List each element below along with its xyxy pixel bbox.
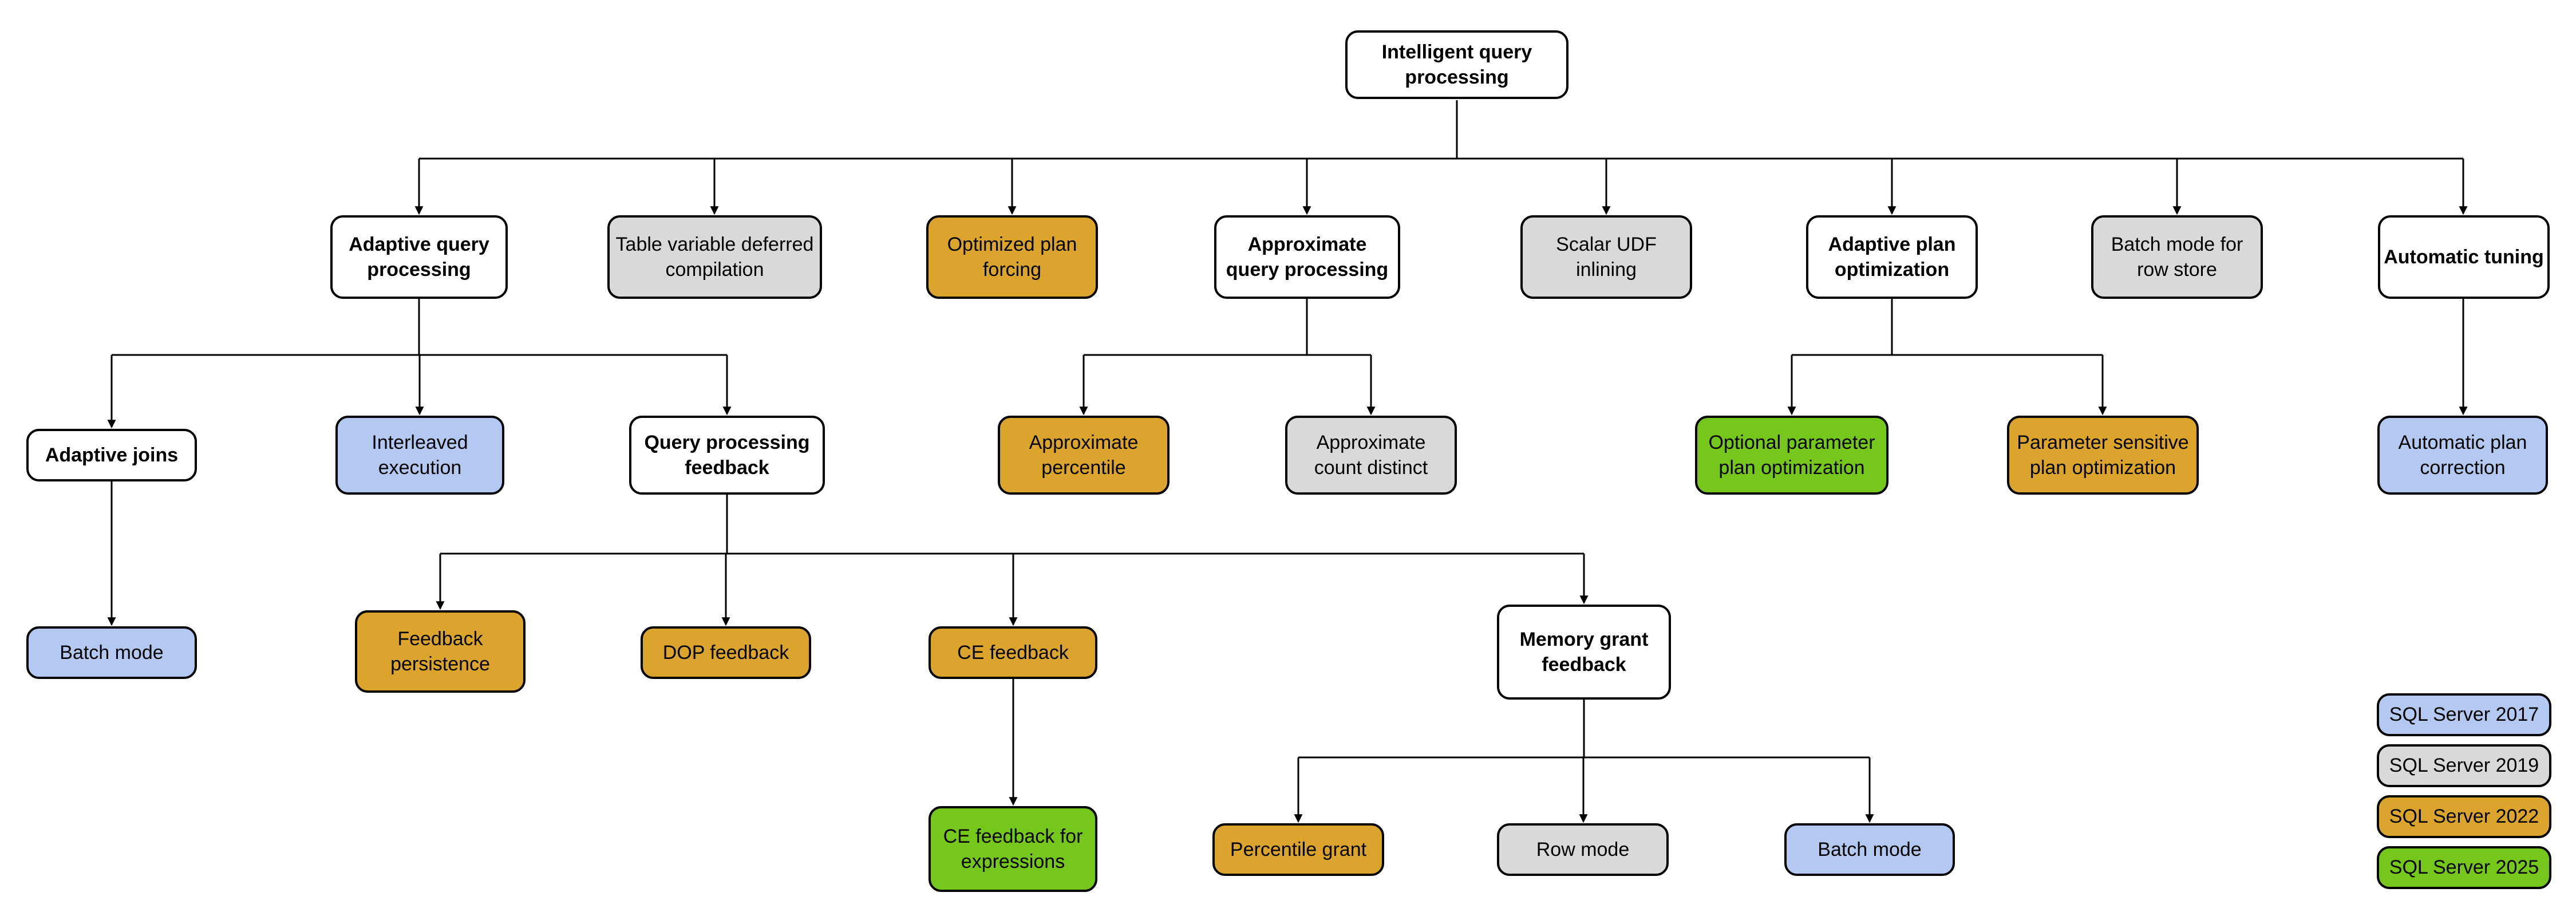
legend-sql-server-2017: SQL Server 2017 [2377,693,2551,736]
node-batch-mode-for-row-store: Batch mode for row store [2091,215,2263,299]
node-parameter-sensitive-plan-optimization: Parameter sensitive plan optimization [2007,416,2199,495]
node-query-processing-feedback: Query processing feedback [629,416,825,495]
node-dop-feedback: DOP feedback [641,626,811,679]
node-percentile-grant: Percentile grant [1212,823,1384,876]
legend-sql-server-2022: SQL Server 2022 [2377,795,2551,838]
node-feedback-persistence: Feedback persistence [355,610,526,693]
legend-sql-server-2025: SQL Server 2025 [2377,846,2551,889]
node-intelligent-query-processing: Intelligent query processing [1345,30,1568,99]
node-row-mode: Row mode [1497,823,1669,876]
node-approximate-count-distinct: Approximate count distinct [1285,416,1457,495]
node-approximate-percentile: Approximate percentile [998,416,1170,495]
node-optional-parameter-plan-optimization: Optional parameter plan optimization [1695,416,1888,495]
node-automatic-plan-correction: Automatic plan correction [2377,416,2548,495]
node-batch-mode-adaptive-joins: Batch mode [26,626,197,679]
legend-sql-server-2019: SQL Server 2019 [2377,744,2551,787]
node-automatic-tuning: Automatic tuning [2378,215,2550,299]
node-adaptive-plan-optimization: Adaptive plan optimization [1806,215,1978,299]
node-optimized-plan-forcing: Optimized plan forcing [926,215,1098,299]
node-ce-feedback: CE feedback [929,626,1097,679]
node-ce-feedback-for-expressions: CE feedback for expressions [929,806,1097,892]
node-approximate-query-processing: Approximate query processing [1214,215,1400,299]
node-adaptive-joins: Adaptive joins [26,429,197,481]
node-table-variable-deferred-compilation: Table variable deferred compilation [607,215,822,299]
node-memory-grant-feedback: Memory grant feedback [1497,605,1671,700]
node-adaptive-query-processing: Adaptive query processing [330,215,508,299]
node-interleaved-execution: Interleaved execution [335,416,504,495]
node-batch-mode-memory-grant: Batch mode [1784,823,1955,876]
node-scalar-udf-inlining: Scalar UDF inlining [1520,215,1692,299]
